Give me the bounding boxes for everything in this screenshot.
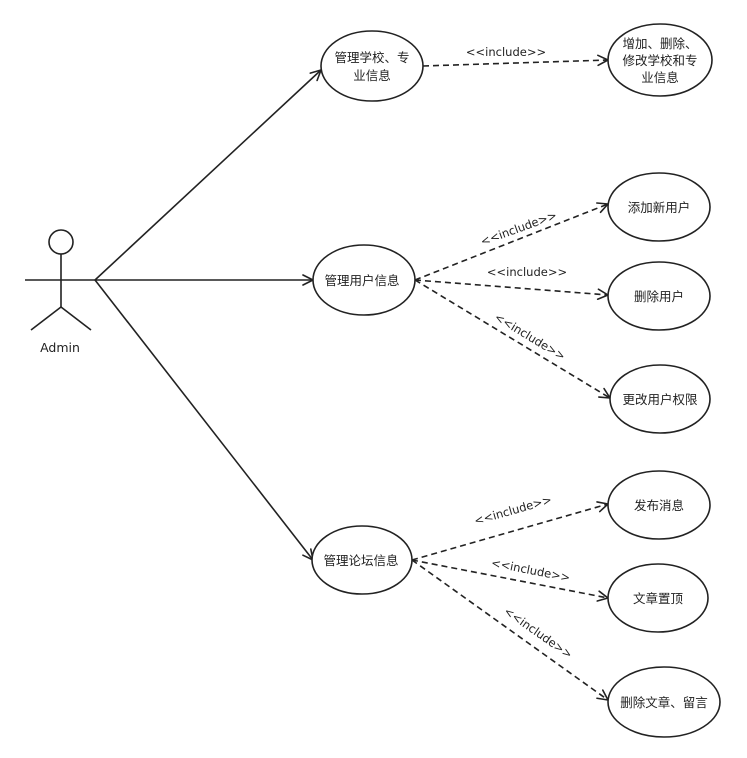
include-edit-school bbox=[422, 54, 609, 67]
actor-left-leg bbox=[30, 306, 62, 331]
association-manage-forum bbox=[94, 279, 314, 561]
include-label-change-permission: <<include>> bbox=[492, 310, 568, 363]
usecase-add-user[interactable] bbox=[607, 172, 711, 242]
include-change-permission bbox=[414, 279, 611, 399]
usecase-delete-user-label: 删除用户 bbox=[634, 289, 684, 304]
usecase-delete-article-label: 删除文章、留言 bbox=[620, 695, 708, 710]
usecase-pin-article[interactable] bbox=[607, 563, 709, 633]
usecase-edit-school-label-2: 修改学校和专 bbox=[622, 53, 697, 68]
usecase-post-message-label: 发布消息 bbox=[634, 498, 684, 513]
include-pin-article bbox=[411, 559, 609, 602]
usecase-edit-school-label-1: 增加、删除、 bbox=[622, 36, 697, 51]
usecase-edit-school-label-3: 业信息 bbox=[641, 70, 679, 85]
usecase-manage-school[interactable] bbox=[320, 30, 424, 102]
association-manage-school bbox=[94, 69, 322, 281]
include-add-user bbox=[414, 202, 609, 281]
usecase-manage-school-label-1: 管理学校、专 bbox=[334, 50, 409, 65]
include-label-pin-article: <<include>> bbox=[490, 556, 571, 585]
include-post-message bbox=[411, 501, 609, 561]
usecase-edit-school[interactable] bbox=[607, 23, 713, 97]
usecase-delete-user[interactable] bbox=[607, 261, 711, 331]
actor-head bbox=[48, 229, 74, 255]
include-label-delete-user: <<include>> bbox=[487, 265, 567, 279]
include-delete-article bbox=[411, 559, 609, 701]
usecase-manage-school-label-2: 业信息 bbox=[353, 68, 391, 83]
usecase-manage-user-label: 管理用户信息 bbox=[324, 273, 399, 288]
actor-admin[interactable]: Admin bbox=[25, 229, 95, 355]
actor-right-leg bbox=[60, 306, 92, 331]
actor-label: Admin bbox=[40, 340, 80, 355]
usecase-change-permission[interactable] bbox=[609, 364, 711, 434]
usecase-delete-article[interactable] bbox=[607, 666, 721, 738]
usecase-change-permission-label: 更改用户权限 bbox=[622, 392, 698, 407]
usecase-manage-forum[interactable] bbox=[311, 525, 413, 595]
usecase-manage-user[interactable] bbox=[312, 244, 416, 316]
usecase-add-user-label: 添加新用户 bbox=[628, 200, 691, 215]
usecase-pin-article-label: 文章置顶 bbox=[633, 591, 684, 606]
usecase-manage-forum-label: 管理论坛信息 bbox=[323, 553, 398, 568]
include-label-edit-school: <<include>> bbox=[466, 45, 546, 59]
usecase-post-message[interactable] bbox=[607, 470, 711, 540]
include-delete-user bbox=[414, 279, 609, 301]
